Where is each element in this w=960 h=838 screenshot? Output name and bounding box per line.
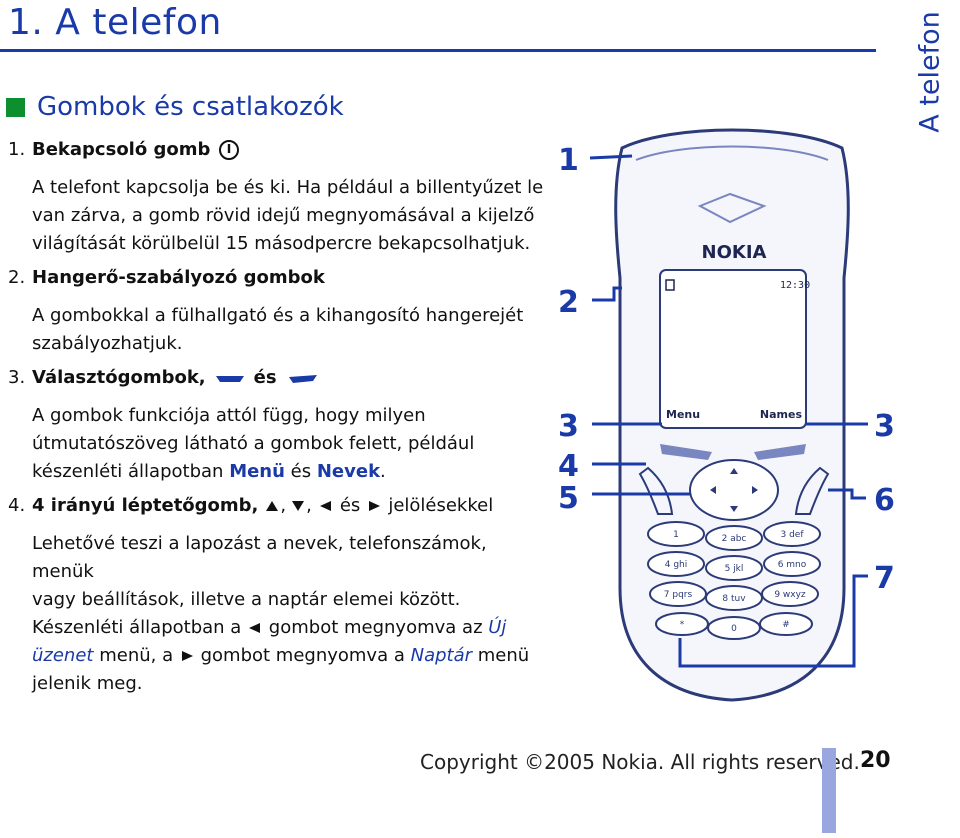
new-message-term: Új <box>488 617 507 638</box>
item-volume-keys: 2. Hangerő-szabályozó gombok A gombokkal… <box>8 264 548 358</box>
arrow-up-icon <box>266 501 279 511</box>
key-label: 2 abc <box>722 534 747 544</box>
page-number: 20 <box>860 748 891 773</box>
title-rule <box>0 49 876 52</box>
earpiece-icon <box>697 192 767 224</box>
right-selection-key <box>754 444 806 460</box>
end-key <box>794 466 830 515</box>
names-term: Nevek <box>316 461 381 482</box>
item-desc: Lehetővé teszi a lapozást a nevek, telef… <box>32 533 530 694</box>
phone-screen <box>659 269 807 429</box>
left-selection-key <box>660 444 712 460</box>
signal-icon <box>665 279 675 291</box>
item-power-key: 1. Bekapcsoló gomb A telefont kapcsolja … <box>8 136 548 258</box>
menu-term: Menü <box>229 461 285 482</box>
arrow-left-icon <box>319 501 331 511</box>
item-title: Bekapcsoló gomb <box>32 139 211 160</box>
copyright: Copyright ©2005 Nokia. All rights reserv… <box>420 750 860 774</box>
callout-5: 5 <box>558 481 579 516</box>
callout-2: 2 <box>558 285 579 320</box>
item-title: Hangerő-szabályozó gombok <box>32 267 325 288</box>
arrow-left-icon <box>249 623 261 633</box>
item-number: 4. <box>8 495 26 516</box>
callout-1: 1 <box>558 143 579 178</box>
screen-clock: 12:30 <box>780 280 810 291</box>
item-selection-keys: 3. Választógombok, és A gombok funkciója… <box>8 364 548 486</box>
key-label: 1 <box>673 530 679 540</box>
section-heading: Gombok és csatlakozók <box>6 92 344 122</box>
power-icon <box>219 140 240 160</box>
callout-6: 6 <box>874 483 895 518</box>
key-label: # <box>782 620 790 630</box>
arrow-down-icon <box>292 501 305 511</box>
callout-3-right: 3 <box>874 409 895 444</box>
page-bar <box>822 748 836 833</box>
callout-lines <box>589 154 868 668</box>
key-label: 7 pqrs <box>664 590 693 600</box>
callout-3-left: 3 <box>558 409 579 444</box>
key-label: 0 <box>731 624 737 634</box>
left-selection-key-icon <box>215 376 244 382</box>
key-label: 3 def <box>780 530 804 540</box>
right-selection-key-icon <box>288 375 317 383</box>
callout-7: 7 <box>874 561 895 596</box>
phone-illustration: NOKIA 12:30 Menu Names 1 2 abc 3 def 4 g… <box>558 128 895 702</box>
item-desc: A gombok funkciója attól függ, hogy mily… <box>32 405 475 482</box>
key-label: 9 wxyz <box>774 590 806 600</box>
item-desc: A telefont kapcsolja be és ki. Ha példáu… <box>32 177 544 254</box>
arrow-right-icon <box>369 501 381 511</box>
chapter-title: 1. A telefon <box>8 2 222 43</box>
section-title: Gombok és csatlakozók <box>37 92 344 122</box>
item-number: 3. <box>8 367 26 388</box>
key-label: 4 ghi <box>665 560 688 570</box>
item-number: 2. <box>8 267 26 288</box>
key-label: 5 jkl <box>725 564 744 574</box>
navi-key <box>689 459 779 521</box>
keypad <box>647 521 821 640</box>
item-navi-key: 4. 4 irányú léptetőgomb, , , és jelölése… <box>8 492 548 698</box>
item-number: 1. <box>8 139 26 160</box>
item-title: 4 irányú léptetőgomb, <box>32 495 259 516</box>
key-label: 8 tuv <box>722 594 746 604</box>
key-label: * <box>680 620 685 630</box>
arrow-right-icon <box>181 651 193 661</box>
softkey-left-label: Menu <box>666 408 700 421</box>
key-label: 6 mno <box>778 560 807 570</box>
call-key <box>638 466 674 515</box>
item-desc: A gombokkal a fülhallgató és a kihangosí… <box>32 305 524 354</box>
callout-4: 4 <box>558 449 579 484</box>
new-message-term-2: üzenet <box>32 645 94 666</box>
calendar-term: Naptár <box>410 645 473 666</box>
softkey-right-label: Names <box>760 408 803 421</box>
item-title: Választógombok, <box>32 367 206 388</box>
brand-logo: NOKIA <box>702 242 767 263</box>
section-bullet-icon <box>6 97 25 117</box>
